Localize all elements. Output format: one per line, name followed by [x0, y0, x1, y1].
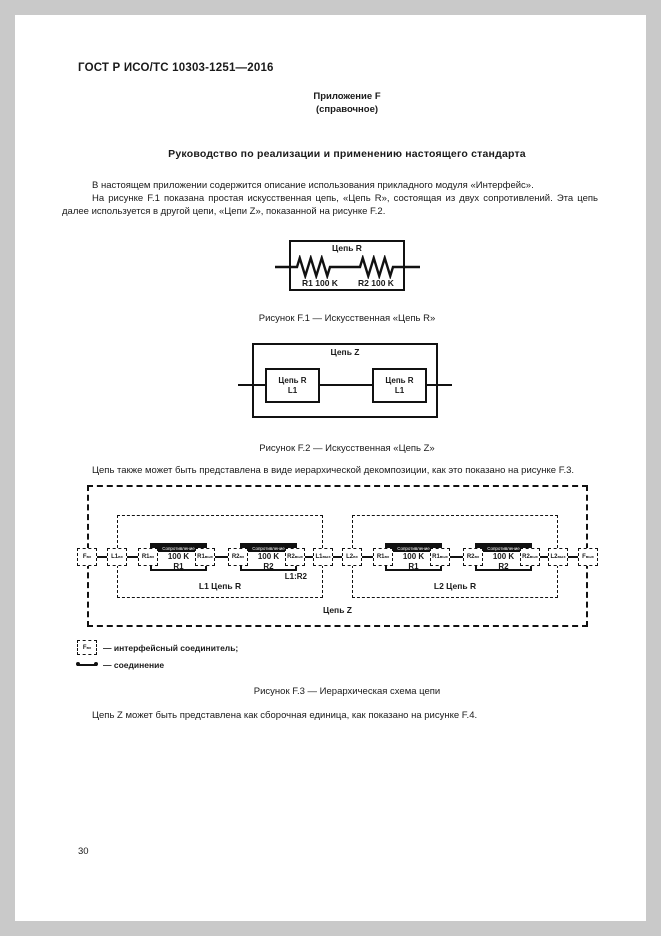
document-header: ГОСТ Р ИСО/ТС 10303-1251—2016 — [78, 62, 274, 74]
resistor-name: R1 — [408, 562, 419, 571]
block-instance: L1 — [394, 385, 405, 395]
circuit-r-label: Цепь R — [332, 243, 362, 253]
resistor-header: Сопротивление — [387, 545, 440, 552]
legend-text: — соединение — [103, 659, 165, 670]
instance-label-l1-r2: L1:R2 — [284, 572, 307, 581]
resistor-name: R1 — [173, 562, 184, 571]
group-l2-label: L2 Цепь R — [433, 581, 477, 591]
connection-line — [87, 556, 588, 558]
figure-f1-caption: Рисунок F.1 — Искусственная «Цепь R» — [258, 313, 436, 324]
resistor-value: 100 K — [402, 552, 425, 561]
wire — [238, 384, 452, 386]
figure-f3-caption: Рисунок F.3 — Иерархическая схема цепи — [253, 686, 441, 697]
wire-with-resistors-icon — [275, 255, 420, 279]
resistor-value: 100 K — [167, 552, 190, 561]
intro-paragraphs: В настоящем приложении содержится описан… — [62, 179, 598, 219]
circuit-z-label: Цепь Z — [330, 347, 360, 357]
circuit-r-instance-block: Цепь R L1 — [265, 368, 320, 403]
paragraph: Цепь Z может быть представлена как сборо… — [92, 710, 478, 721]
appendix-label: Приложение F — [313, 91, 381, 102]
connection-line-symbol — [76, 662, 98, 666]
resistor-header: Сопротивление — [152, 545, 205, 552]
circuit-z-box — [252, 343, 438, 418]
resistor-header: Сопротивление — [477, 545, 530, 552]
resistor-name: R2 — [498, 562, 509, 571]
figure-f2-caption: Рисунок F.2 — Искусственная «Цепь Z» — [259, 443, 435, 454]
resistor-value: 100 K — [492, 552, 515, 561]
legend-item-connection: — соединение — [76, 656, 377, 673]
appendix-note: (справочное) — [315, 104, 379, 115]
block-instance: L1 — [287, 385, 298, 395]
figure-f2-circuit-z: Цепь Z Цепь R L1 Цепь R L1 — [238, 343, 452, 419]
circuit-r-box — [289, 240, 405, 291]
assembly-paragraph: Цепь Z может быть представлена как сборо… — [62, 709, 598, 722]
legend-text: — интерфейсный соединитель; — [103, 642, 239, 653]
block-title: Цепь R — [385, 376, 414, 385]
paragraph: Цепь также может быть представлена в вид… — [92, 465, 575, 476]
resistor-r1-label: R1 100 K — [302, 278, 338, 288]
paragraph: В настоящем приложении содержится описан… — [92, 180, 534, 191]
decomposition-paragraph: Цепь также может быть представлена в вид… — [62, 464, 598, 477]
resistor-name: R2 — [263, 562, 274, 571]
appendix-heading: Приложение F (справочное) — [62, 90, 632, 116]
resistor-r2-label: R2 100 K — [358, 278, 394, 288]
group-l1-label: L1 Цепь R — [198, 581, 242, 591]
circuit-z-label: Цепь Z — [323, 605, 352, 615]
section-title: Руководство по реализации и применению н… — [168, 148, 526, 160]
block-title: Цепь R — [278, 376, 307, 385]
circuit-r-instance-block: Цепь R L1 — [372, 368, 427, 403]
page-number: 30 — [78, 846, 89, 857]
paragraph: На рисунке F.1 показана простая искусств… — [62, 193, 598, 218]
document-page — [15, 15, 646, 921]
resistor-value: 100 K — [257, 552, 280, 561]
resistor-header: Сопротивление — [242, 545, 295, 552]
figure-f3-hierarchy-diagram: Сопротивление 100 K R1 Сопротивление 100… — [77, 485, 600, 630]
figure-f1-circuit-r: Цепь R R1 100 K R2 100 K — [275, 240, 420, 296]
resistor-block-r2: Сопротивление 100 K R2 — [475, 543, 532, 571]
